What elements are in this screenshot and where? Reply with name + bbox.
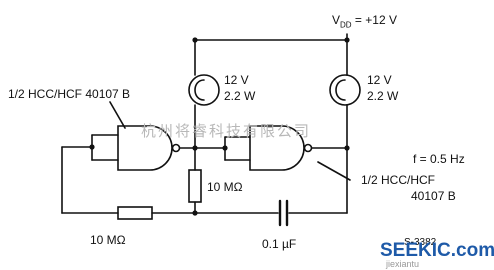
supply-label-value: = +12 V [354,13,397,27]
supply-label-prefix: V [332,13,341,27]
junction-dot [344,145,350,151]
junction-dot [344,37,350,43]
gate2-output-bubble [303,143,313,153]
junction-dot [192,210,198,216]
capacitor-value: 0.1 µF [262,237,297,251]
lamp2-voltage: 12 V [367,73,392,87]
r1-body [188,169,202,203]
reference-code: S-3382 [404,237,437,248]
watermark-logo: SEEKIC.com [380,240,494,261]
junction-dot [192,37,198,43]
watermark-text: 杭州将睿科技有限公司 [141,122,312,140]
r1-value: 10 MΩ [207,180,243,194]
lamp1-voltage: 12 V [224,73,249,87]
gate1-body [117,125,173,171]
lamp1-symbol [188,74,220,106]
frequency-label: f = 0.5 Hz [413,152,465,166]
lamp2-filament [335,79,346,101]
gate1-label: 1/2 HCC/HCF 40107 B [8,87,131,101]
gate2-label-line1: 1/2 HCC/HCF [361,173,436,187]
supply-label-sub: DD [340,20,352,30]
lamp1-power: 2.2 W [224,89,256,103]
gate1-output-bubble [171,143,181,153]
junction-dot [192,145,198,151]
r2-value: 10 MΩ [90,233,126,247]
gate2-label-leader [317,161,351,181]
lamp2-symbol [329,74,361,106]
gate2-label-line2: 40107 B [411,189,456,203]
gate1-label-leader [109,101,126,129]
gate2-body [249,125,305,171]
junction-dot [222,145,228,151]
r2-body [117,206,153,220]
lamp1-filament [194,79,205,101]
lamp2-power: 2.2 W [367,89,399,103]
supply-label: VDD = +12 V [332,14,397,31]
watermark-url: jiexiantu [386,259,420,269]
junction-dot [89,144,95,150]
